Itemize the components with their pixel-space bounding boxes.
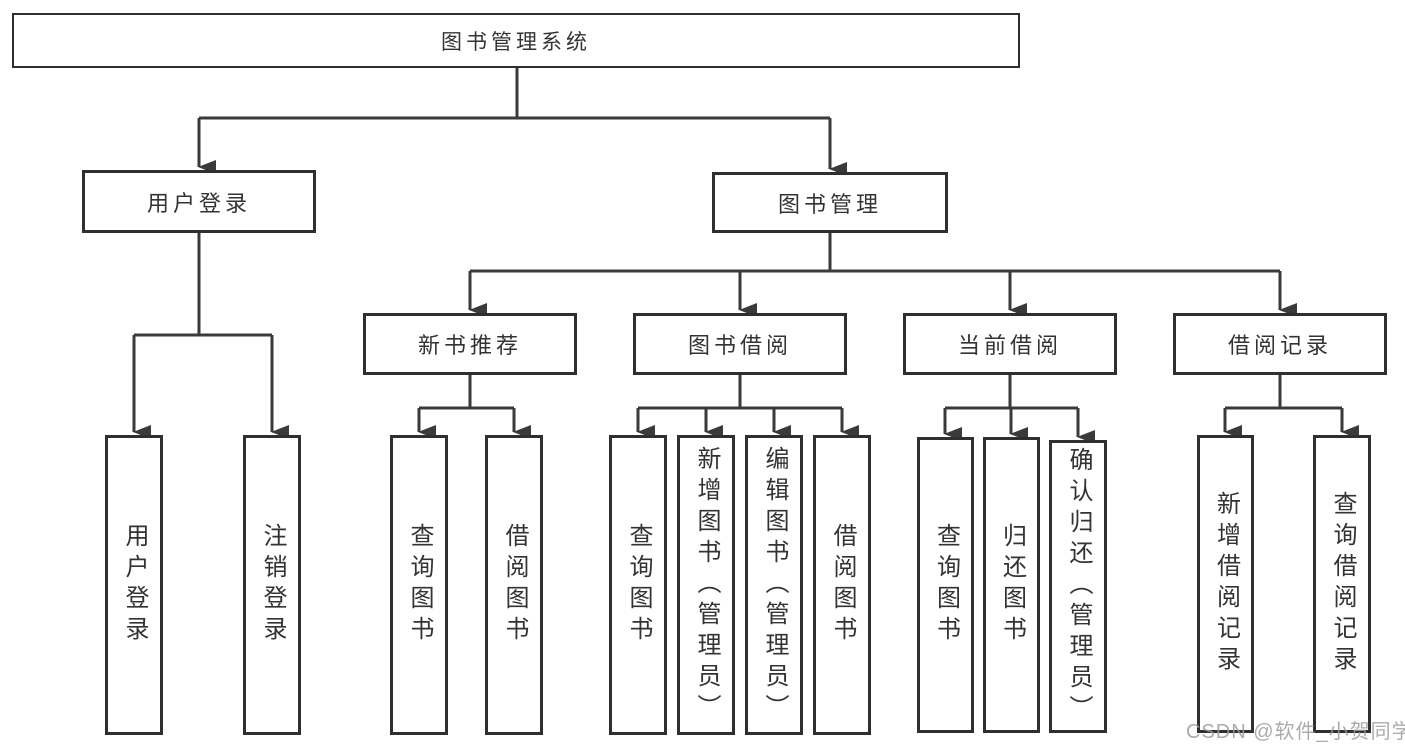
node-logout-leaf: 注销登录 [243,435,301,735]
node-label: 新书推荐 [417,333,522,358]
node-label: 图书管理系统 [441,30,591,54]
node-query-books-current: 查询图书 [917,437,974,733]
node-label: 借阅记录 [1227,333,1332,358]
node-user-login: 用户登录 [82,170,316,233]
node-label: 当前借阅 [957,333,1062,358]
node-label: 新增借阅记录 [1212,491,1240,677]
node-return-book: 归还图书 [983,437,1040,733]
node-library-management-system: 图书管理系统 [12,13,1020,68]
node-current-borrowing: 当前借阅 [903,313,1117,375]
node-label: 图书借阅 [687,333,792,358]
node-label: 归还图书 [998,523,1026,647]
node-label: 查询借阅记录 [1329,491,1356,677]
node-query-books-recommend: 查询图书 [390,435,448,735]
node-label: 注销登录 [259,523,286,647]
node-label: 编辑图书（管理员） [761,445,788,725]
node-book-management: 图书管理 [712,172,948,233]
node-label: 查询图书 [932,523,960,647]
node-label: 图书管理 [777,191,882,217]
node-query-books-borrowing: 查询图书 [609,435,667,735]
node-user-login-leaf: 用户登录 [105,435,163,735]
node-label: 新增图书（管理员） [693,445,720,725]
node-label: 查询图书 [625,523,652,647]
node-label: 借阅图书 [829,523,856,647]
node-add-book-admin: 新增图书（管理员） [677,435,735,735]
node-label: 用户登录 [146,190,251,216]
node-book-borrowing: 图书借阅 [633,313,847,375]
node-edit-book-admin: 编辑图书（管理员） [745,435,803,735]
node-label: 借阅图书 [501,523,528,647]
watermark-text: CSDN @软件_小贺同学 [1186,721,1405,743]
node-add-borrow-record: 新增借阅记录 [1197,435,1254,733]
node-new-book-recommendation: 新书推荐 [363,313,577,375]
node-borrowing-records: 借阅记录 [1173,313,1387,375]
node-label: 确认归还（管理员） [1065,447,1092,726]
node-label: 用户登录 [121,523,148,647]
node-borrow-books-recommend: 借阅图书 [485,435,543,735]
node-label: 查询图书 [406,523,433,647]
node-query-borrow-record: 查询借阅记录 [1313,435,1371,733]
node-confirm-return-admin: 确认归还（管理员） [1049,440,1107,733]
node-borrow-books-borrowing: 借阅图书 [813,435,871,735]
